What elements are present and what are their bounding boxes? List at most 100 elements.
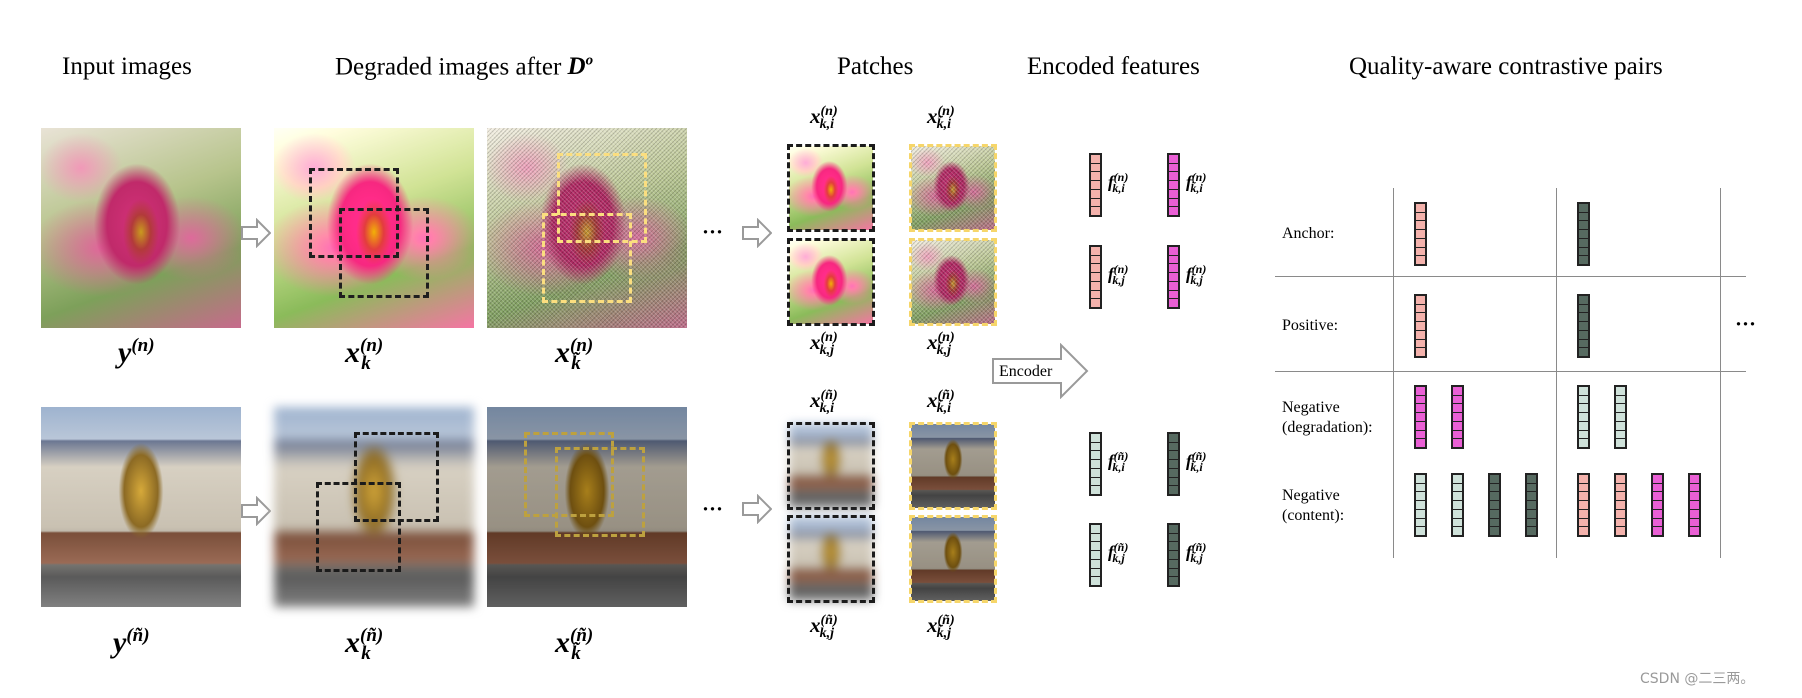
- patch-crop-box: [555, 447, 645, 537]
- neg-deg-feature-mint: [1577, 385, 1590, 449]
- anchor-feature-pink: [1414, 202, 1427, 266]
- arrow-right-icon: [241, 218, 271, 248]
- ellipsis: ···: [702, 220, 724, 244]
- positive-feature-pink: [1414, 294, 1427, 358]
- feature-label-f-ki-nt: f(ñ)k,i: [1108, 449, 1129, 475]
- feature-vector-mint: [1089, 523, 1102, 587]
- noise-overlay: [911, 146, 995, 230]
- neg-deg-feature-magenta: [1414, 385, 1427, 449]
- patch-crop-box: [339, 208, 429, 298]
- encoder-arrow: Encoder: [991, 342, 1089, 404]
- feature-vector-dark-green: [1167, 432, 1180, 496]
- table-row-divider: [1275, 276, 1746, 277]
- patch-border: [909, 144, 997, 232]
- arrow-right-icon: [742, 218, 772, 248]
- patch-border: [787, 422, 875, 510]
- neg-con-feature-magenta: [1651, 473, 1664, 537]
- feature-label-f-ktj-n: f(n)k̃,j: [1186, 262, 1207, 288]
- noise-overlay: [487, 128, 687, 328]
- patch-border: [909, 422, 997, 510]
- header-degraded-operator: Do: [567, 53, 594, 81]
- patch-label-x-kti-n: x(n)k̃,i: [927, 104, 955, 133]
- degraded-image-flower-k: [274, 128, 474, 328]
- encoder-label: Encoder: [999, 363, 1053, 380]
- noise-overlay: [911, 240, 995, 324]
- label-x-k-tilde-n-tilde: x(ñ)k̃: [555, 625, 594, 664]
- feature-vector-pink: [1089, 245, 1102, 309]
- patch-flower-kt-j: [911, 240, 995, 324]
- patch-statue-kt-j: [911, 517, 995, 601]
- patch-crop-box: [524, 432, 614, 517]
- feature-vector-magenta: [1167, 153, 1180, 217]
- feature-label-f-ki-n: f(n)k,i: [1108, 170, 1129, 196]
- patch-flower-k-j: [789, 240, 873, 324]
- patch-crop-box: [316, 482, 401, 572]
- feature-label-f-kj-nt: f(ñ)k,j: [1108, 540, 1129, 566]
- feature-label-f-ktj-nt: f(ñ)k̃,j: [1186, 540, 1207, 566]
- ellipsis: ···: [702, 497, 724, 521]
- arrow-right-icon: [241, 496, 271, 526]
- watermark: CSDN @二三两。: [1640, 671, 1755, 687]
- input-image-flower: [41, 128, 241, 328]
- arrow-right-icon: [742, 494, 772, 524]
- feature-vector-mint: [1089, 432, 1102, 496]
- degraded-image-flower-k-tilde: [487, 128, 687, 328]
- patch-statue-k-i: [789, 424, 873, 508]
- neg-con-feature-mint: [1451, 473, 1464, 537]
- feature-label-f-kti-nt: f(ñ)k̃,i: [1186, 449, 1207, 475]
- neg-con-feature-pink: [1577, 473, 1590, 537]
- patch-border: [787, 515, 875, 603]
- label-x-k-n: x(n)k: [345, 335, 384, 374]
- patch-label-x-kj-n: x(n)k,j: [810, 330, 838, 359]
- patch-label-x-ki-n: x(n)k,i: [810, 104, 838, 133]
- patch-crop-box: [557, 153, 647, 243]
- patch-label-x-kti-nt: x(ñ)k̃,i: [927, 388, 955, 417]
- patch-flower-kt-i: [911, 146, 995, 230]
- feature-vector-pink: [1089, 153, 1102, 217]
- patch-border: [787, 238, 875, 326]
- row-label-anchor: Anchor:: [1282, 225, 1335, 242]
- label-y-n: y(n): [118, 335, 155, 369]
- feature-vector-dark-green: [1167, 523, 1180, 587]
- patch-border: [909, 238, 997, 326]
- label-y-n-tilde: y(ñ): [113, 625, 150, 659]
- header-contrastive-pairs: Quality-aware contrastive pairs: [1349, 53, 1663, 80]
- row-label-positive: Positive:: [1282, 317, 1339, 334]
- patch-border: [787, 144, 875, 232]
- feature-label-f-kj-n: f(n)k,j: [1108, 262, 1129, 288]
- neg-deg-feature-mint: [1614, 385, 1627, 449]
- header-encoded-features: Encoded features: [1027, 53, 1200, 80]
- positive-feature-dark-green: [1577, 294, 1590, 358]
- table-col-divider: [1393, 188, 1394, 558]
- table-col-divider: [1720, 188, 1721, 558]
- feature-vector-magenta: [1167, 245, 1180, 309]
- anchor-feature-dark-green: [1577, 202, 1590, 266]
- crop-overlay: [274, 407, 474, 607]
- patch-label-x-ki-nt: x(ñ)k,i: [810, 388, 838, 417]
- row-label-negative-degradation: Negative(degradation):: [1282, 399, 1373, 436]
- patch-border: [909, 515, 997, 603]
- patch-flower-k-i: [789, 146, 873, 230]
- neg-con-feature-magenta: [1688, 473, 1701, 537]
- header-degraded-images: Degraded images after Do: [335, 53, 593, 81]
- patch-crop-box: [309, 168, 399, 258]
- ellipsis: ···: [1735, 312, 1757, 336]
- degraded-image-statue-k-tilde: [487, 407, 687, 607]
- patch-label-x-kj-nt: x(ñ)k,j: [810, 613, 838, 642]
- neg-con-feature-pink: [1614, 473, 1627, 537]
- patch-label-x-ktj-n: x(n)k̃,j: [927, 330, 955, 359]
- neg-con-feature-dark-green: [1525, 473, 1538, 537]
- neg-con-feature-dark-green: [1488, 473, 1501, 537]
- table-col-divider: [1556, 188, 1557, 558]
- header-degraded-prefix: Degraded images after: [335, 53, 562, 81]
- patch-label-x-ktj-nt: x(ñ)k̃,j: [927, 613, 955, 642]
- input-image-statue: [41, 407, 241, 607]
- row-label-negative-content: Negative(content):: [1282, 487, 1345, 524]
- neg-deg-feature-magenta: [1451, 385, 1464, 449]
- neg-con-feature-mint: [1414, 473, 1427, 537]
- feature-label-f-kti-n: f(n)k̃,i: [1186, 170, 1207, 196]
- label-x-k-n-tilde: x(ñ)k: [345, 625, 384, 664]
- header-patches: Patches: [837, 53, 914, 80]
- degraded-image-statue-k: [274, 407, 474, 607]
- patch-statue-kt-i: [911, 424, 995, 508]
